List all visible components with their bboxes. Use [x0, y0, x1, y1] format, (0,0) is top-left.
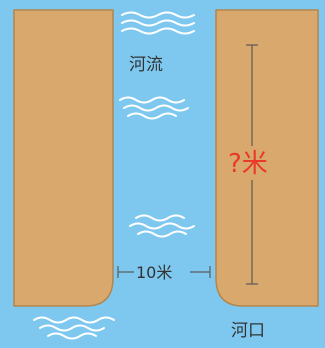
wave-group-lower — [129, 214, 195, 238]
wave-group-mouth — [33, 316, 115, 340]
wave-group-middle — [119, 96, 189, 120]
wave-group-top — [121, 11, 195, 35]
river-width-label: 10米 — [136, 263, 172, 282]
river-mouth-label: 河口 — [231, 321, 265, 341]
river-label: 河流 — [129, 55, 163, 75]
left-bank — [13, 9, 114, 307]
unknown-label-bg — [224, 146, 282, 180]
width-dimension — [117, 266, 211, 278]
unknown-length-label: ?米 — [228, 149, 268, 179]
